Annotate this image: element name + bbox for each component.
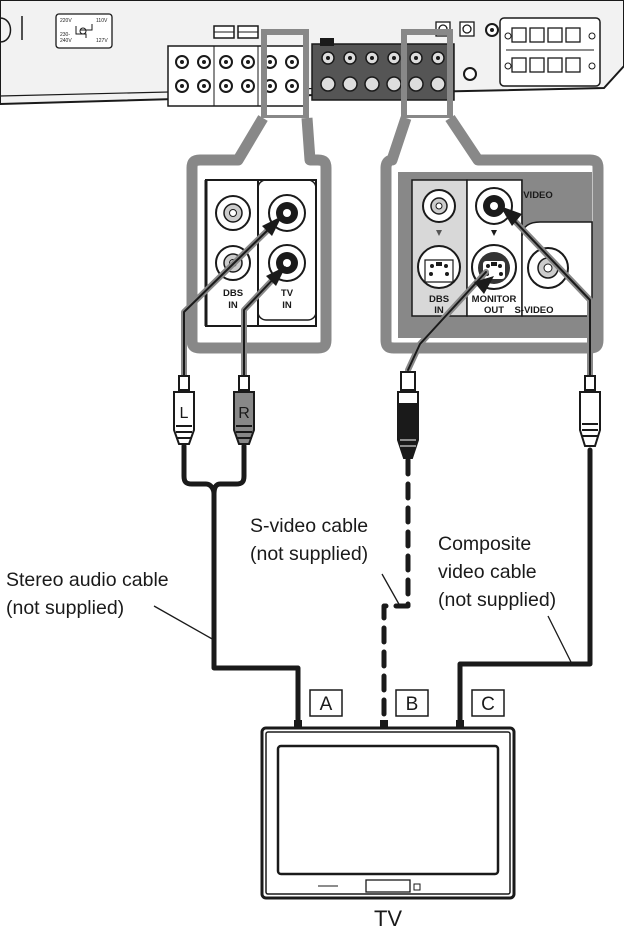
svideo-cable-upper: [407, 271, 487, 371]
tv-caption: TV: [374, 906, 402, 931]
composite-leader-line: [547, 615, 573, 665]
rca-plug-right: [233, 375, 255, 445]
monitor-out-sublabel: OUT: [484, 305, 504, 316]
stereo-cable-caption: Stereo audio cable: [6, 569, 169, 591]
dbs-in-label: DBS: [223, 288, 243, 299]
receiver-rear-panel: 220V 110V 230- 240V 127V: [0, 0, 624, 107]
voltage-220-label: 220V: [60, 18, 72, 24]
cables: [181, 211, 593, 729]
tv-in-sublabel: IN: [282, 300, 292, 311]
svideo-leader-line: [381, 573, 401, 607]
plug-right-label: R: [238, 405, 250, 422]
stereo-audio-cable: [181, 443, 301, 725]
voltage-127-label: 127V: [96, 38, 108, 44]
video-label: VIDEO: [523, 190, 553, 201]
input-box-c: [471, 689, 505, 717]
composite-cable-caption: Composite: [438, 533, 531, 555]
svideo-cable-caption: S-video cable: [250, 515, 368, 537]
composite-video-cable: [457, 447, 593, 725]
composite-plug: [579, 375, 601, 447]
svideo-cable: [381, 457, 411, 729]
dbs-in-sublabel: IN: [228, 300, 238, 311]
tv-screen: [276, 744, 500, 876]
speaker-terminals: [499, 17, 601, 87]
input-box-b: [395, 689, 429, 717]
composite-cable-caption-line2: video cable: [438, 561, 537, 583]
stereo-leader-line: [153, 605, 215, 641]
stereo-cable-right: [243, 273, 279, 377]
voltage-230-label: 230-: [60, 32, 70, 38]
audio-jack-callout: DBS IN TV IN: [186, 115, 332, 354]
input-label-a: A: [320, 694, 333, 715]
svideo-plug: [397, 371, 419, 459]
input-label-b: B: [406, 694, 419, 715]
video-jack-callout: DBS IN MONITOR OUT S-VIDEO VIDEO: [380, 114, 604, 354]
plug-left-label: L: [180, 405, 189, 422]
dbs-video-sublabel: IN: [434, 305, 444, 316]
input-label-c: C: [481, 694, 495, 715]
voltage-240-label: 240V: [60, 38, 72, 44]
voltage-selector: 220V 110V 230- 240V 127V: [55, 13, 113, 49]
tv-set: [260, 720, 516, 900]
input-box-a: [309, 689, 343, 717]
rca-plug-left: [173, 375, 195, 445]
stereo-cable-left: [183, 223, 275, 377]
rear-video-jacks: [320, 51, 446, 92]
composite-cable-upper: [507, 213, 591, 377]
voltage-110-label: 110V: [96, 18, 108, 24]
composite-cable-caption-note: (not supplied): [438, 589, 556, 611]
stereo-cable-caption-note: (not supplied): [6, 597, 124, 619]
svideo-cable-caption-note: (not supplied): [250, 543, 368, 565]
dbs-video-label: DBS: [429, 294, 449, 305]
monitor-out-label: MONITOR: [472, 294, 517, 305]
cable-arrowheads: [262, 206, 522, 294]
tv-in-label: TV: [281, 288, 294, 299]
svideo-label: S-VIDEO: [514, 305, 553, 316]
